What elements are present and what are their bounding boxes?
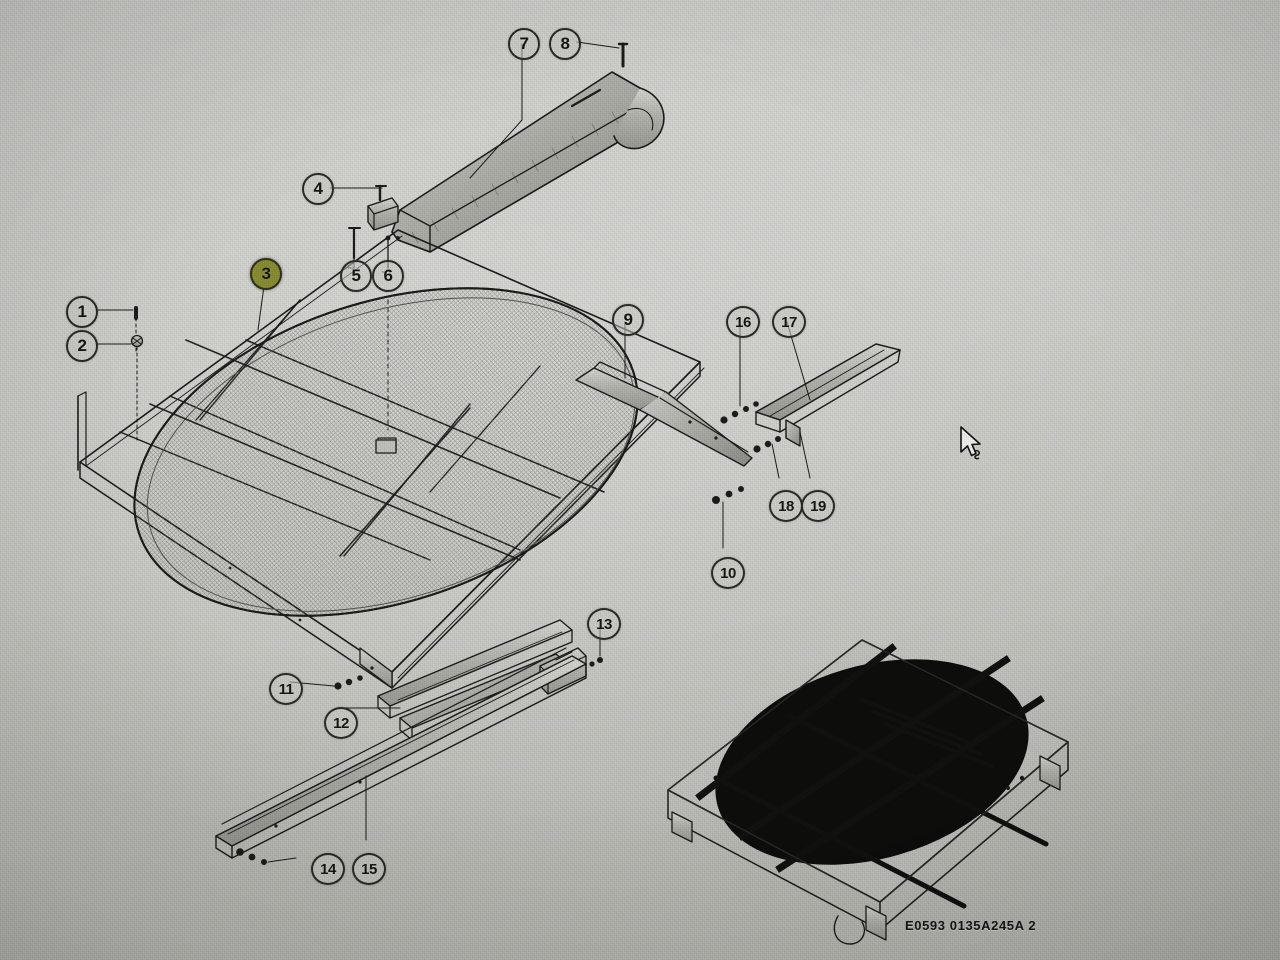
fasteners-11 bbox=[334, 675, 363, 690]
part-channel-rail-15 bbox=[215, 647, 587, 859]
part-mesh-screen-disc bbox=[133, 287, 639, 617]
callout-bubble-14[interactable]: 14 bbox=[311, 853, 345, 885]
drawing-code-label: E0593 0135A245A 2 bbox=[905, 918, 1037, 933]
callout-bubble-5[interactable]: 5 bbox=[340, 260, 372, 292]
part-bracket-4 bbox=[367, 184, 399, 231]
callout-bubble-9[interactable]: 9 bbox=[612, 304, 644, 336]
fastener-8 bbox=[617, 42, 629, 68]
callout-bubble-2[interactable]: 2 bbox=[66, 330, 98, 362]
callout-bubble-7[interactable]: 7 bbox=[508, 28, 540, 60]
leader-3 bbox=[257, 285, 265, 331]
callout-bubble-19[interactable]: 19 bbox=[801, 490, 835, 522]
callout-bubble-3[interactable]: 3 bbox=[250, 258, 282, 290]
callout-bubble-17[interactable]: 17 bbox=[772, 306, 806, 338]
callout-bubble-15[interactable]: 15 bbox=[352, 853, 386, 885]
callout-bubble-18[interactable]: 18 bbox=[769, 490, 803, 522]
callout-bubble-10[interactable]: 10 bbox=[711, 557, 745, 589]
part-cross-rail-9 bbox=[575, 361, 753, 467]
fasteners-14 bbox=[236, 848, 267, 865]
callout-bubble-8[interactable]: 8 bbox=[549, 28, 581, 60]
leader-18 bbox=[771, 443, 780, 479]
leader-14 bbox=[267, 857, 297, 863]
fasteners-10 bbox=[712, 486, 744, 504]
fastener-2 bbox=[130, 334, 144, 441]
leader-7 bbox=[469, 43, 523, 179]
leader-19 bbox=[799, 431, 811, 479]
fasteners-18 bbox=[753, 436, 781, 453]
callout-bubble-16[interactable]: 16 bbox=[726, 306, 760, 338]
callout-bubble-12[interactable]: 12 bbox=[324, 707, 358, 739]
fasteners-16 bbox=[720, 401, 759, 424]
callout-bubble-13[interactable]: 13 bbox=[587, 608, 621, 640]
callout-bubble-11[interactable]: 11 bbox=[269, 673, 303, 705]
part-box-beam-arm bbox=[391, 71, 665, 253]
assembled-unit bbox=[667, 639, 1069, 945]
callout-bubble-6[interactable]: 6 bbox=[372, 260, 404, 292]
callout-bubble-4[interactable]: 4 bbox=[302, 173, 334, 205]
fastener-5 bbox=[348, 226, 361, 260]
arrow-cursor bbox=[960, 426, 981, 460]
leader-8 bbox=[576, 41, 620, 49]
part-angle-bracket-17 bbox=[755, 343, 901, 447]
callout-bubble-1[interactable]: 1 bbox=[66, 296, 98, 328]
